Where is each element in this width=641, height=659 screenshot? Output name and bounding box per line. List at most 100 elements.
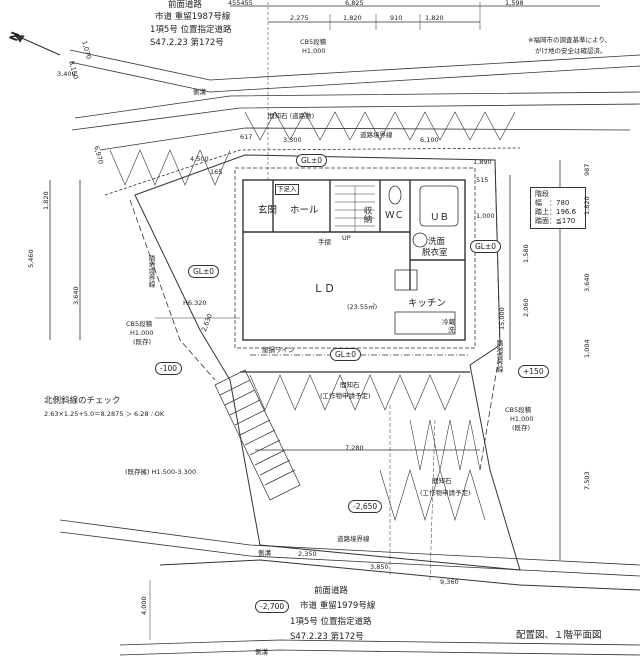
room-ld: ＬＤ xyxy=(313,282,335,295)
washer-label: 洗 xyxy=(448,326,455,334)
survey-note-line2: がけ地の安全は確認済。 xyxy=(535,47,607,55)
dim-text: 6,825 xyxy=(345,0,364,7)
north-check-calc: 2.63×1.25+5.0＝8.2875 ＞ 6.28 ∴OK xyxy=(44,410,165,418)
cb-left-label: CB5段積 xyxy=(126,320,153,328)
road-edge-line xyxy=(69,49,641,81)
dim-text: 1,598 xyxy=(505,0,524,7)
dim-text: 455455 xyxy=(228,0,253,7)
adjacent-boundary-right-label: 隣地境界線 xyxy=(495,340,503,373)
dim-text: 4,500 xyxy=(190,155,209,163)
dim-text: 910 xyxy=(390,14,403,22)
dim-text: 1,890 xyxy=(473,158,492,166)
retaining-wall-hatch xyxy=(244,111,516,141)
north-arrow-head-icon xyxy=(14,34,25,43)
room-washroom-2: 脱衣室 xyxy=(422,248,448,258)
level-gl-top: GL±0 xyxy=(296,154,328,167)
center-line xyxy=(429,419,436,581)
dim-text: 165 xyxy=(210,168,223,176)
dim-text: 1,820 xyxy=(583,196,591,215)
room-kitchen: キッチン xyxy=(408,298,447,309)
kaichi-low-label: 間知石 xyxy=(432,477,452,485)
kaichi-mid-label: 間知石 xyxy=(340,381,360,389)
room-storage: 収納 xyxy=(362,206,372,223)
existing-wall-label: (既存擁) H1.500-3.300 xyxy=(125,468,197,476)
bottom-road-line2: 1項5号 位置指定道路 xyxy=(290,617,372,627)
slope-line xyxy=(104,147,521,196)
dim-text: 7,503 xyxy=(583,471,591,490)
dim-text: 9,360 xyxy=(440,578,459,586)
house-walls xyxy=(242,179,466,341)
kitchen-sink-counter xyxy=(394,311,456,335)
dim-text: 1,580 xyxy=(522,244,530,263)
survey-note-line1: ※福岡市の調査基準により、 xyxy=(528,36,612,44)
adjacent-boundary-left-label: 隣地境界線 xyxy=(147,255,155,288)
cb-left-height: H1.000 xyxy=(130,329,154,337)
road-edge-line xyxy=(71,103,641,131)
bottom-road-title: 前面道路 xyxy=(314,586,349,596)
dim-text: 1,000 xyxy=(476,212,495,220)
dim-text: 2,350 xyxy=(298,550,317,558)
room-ld-area: (23.55㎡) xyxy=(347,303,378,311)
room-washroom-1: 洗面 xyxy=(428,237,446,247)
level-minus2650: -2,650 xyxy=(348,500,383,513)
site-boundary xyxy=(134,154,521,571)
road-edge-line xyxy=(59,531,641,577)
level-minus2700: -2,700 xyxy=(255,600,290,613)
dim-text: 1,820 xyxy=(42,191,50,210)
retaining-wall-hatch xyxy=(109,149,231,186)
room-shoe-storage: 下足入 xyxy=(275,184,299,195)
toilet-fixture xyxy=(388,185,402,205)
gutter-top-label: 側溝 xyxy=(193,88,206,96)
room-wc: ＷＣ xyxy=(385,210,405,221)
dim-text: 515 xyxy=(476,176,489,184)
cb-top-height: H1.000 xyxy=(302,47,326,55)
top-road-line1: 市道 重留1987号線 xyxy=(155,12,231,22)
stair-spec-box: 階段 幅 ：780 踏上：196.6 踏面：≦170 xyxy=(530,187,586,229)
handrail-label: 手摺 xyxy=(318,238,331,246)
dim-text: 6,100 xyxy=(420,136,439,144)
dim-text: 987 xyxy=(583,163,591,176)
dim-text: 1,820 xyxy=(343,14,362,22)
washbasin-fixture xyxy=(412,232,428,248)
dim-text: 3,400 xyxy=(57,70,76,78)
dim-text: 5,460 xyxy=(27,249,35,268)
interior-stair xyxy=(335,185,375,232)
retaining-wall-hatch xyxy=(249,374,461,411)
room-entrance: 玄関 xyxy=(258,205,278,216)
drawing-title: 配置図、１階平面図 xyxy=(516,630,602,641)
road-edge-line xyxy=(119,639,641,646)
gutter-bottom-label-2: 側溝 xyxy=(255,648,268,656)
dim-text: 4,000 xyxy=(140,596,148,615)
dim-text: 3,850 xyxy=(370,563,389,571)
exterior-stair xyxy=(214,369,301,501)
level-gl-left: GL±0 xyxy=(188,265,220,278)
dim-text: 1,004 xyxy=(583,339,591,358)
retaining-wall-line xyxy=(99,127,631,151)
room-ub: ＵＢ xyxy=(430,212,450,223)
level-gl-right: GL±0 xyxy=(470,240,502,253)
road-boundary-line xyxy=(159,559,641,591)
level-minus100: -100 xyxy=(155,362,183,375)
dim-text: 617 xyxy=(240,133,253,141)
dim-text: 3,300 xyxy=(283,136,302,144)
top-road-line3: S47.2.23 第172号 xyxy=(150,38,224,48)
retaining-wall-hatch xyxy=(409,419,481,471)
kaichi-top-label: 間知石 (道路敷) xyxy=(268,112,315,120)
dim-text: 2,060 xyxy=(522,298,530,317)
dim-text: 15,000 xyxy=(498,307,506,330)
up-label: UP xyxy=(342,234,351,242)
road-edge-line xyxy=(119,649,641,656)
bottom-road-line3: S47.2.23 第172号 xyxy=(290,632,364,642)
cliff-limit-label: 崖損ライン xyxy=(262,346,295,354)
dim-text: 2,275 xyxy=(290,14,309,22)
adjacent-boundary-right xyxy=(479,159,501,471)
room-hall: ホール xyxy=(290,205,319,216)
top-road-cut-title: 前面道路 xyxy=(168,0,203,10)
cb-left-existing: (既存) xyxy=(133,338,152,346)
road-boundary-bottom-label: 道路境界線 xyxy=(337,535,370,543)
road-edge-line xyxy=(59,519,641,566)
h6320-label: H6.320 xyxy=(183,299,207,307)
dim-text: 1,820 xyxy=(425,14,444,22)
level-plus150: +150 xyxy=(518,365,549,378)
level-gl-bottom: GL±0 xyxy=(330,348,362,361)
